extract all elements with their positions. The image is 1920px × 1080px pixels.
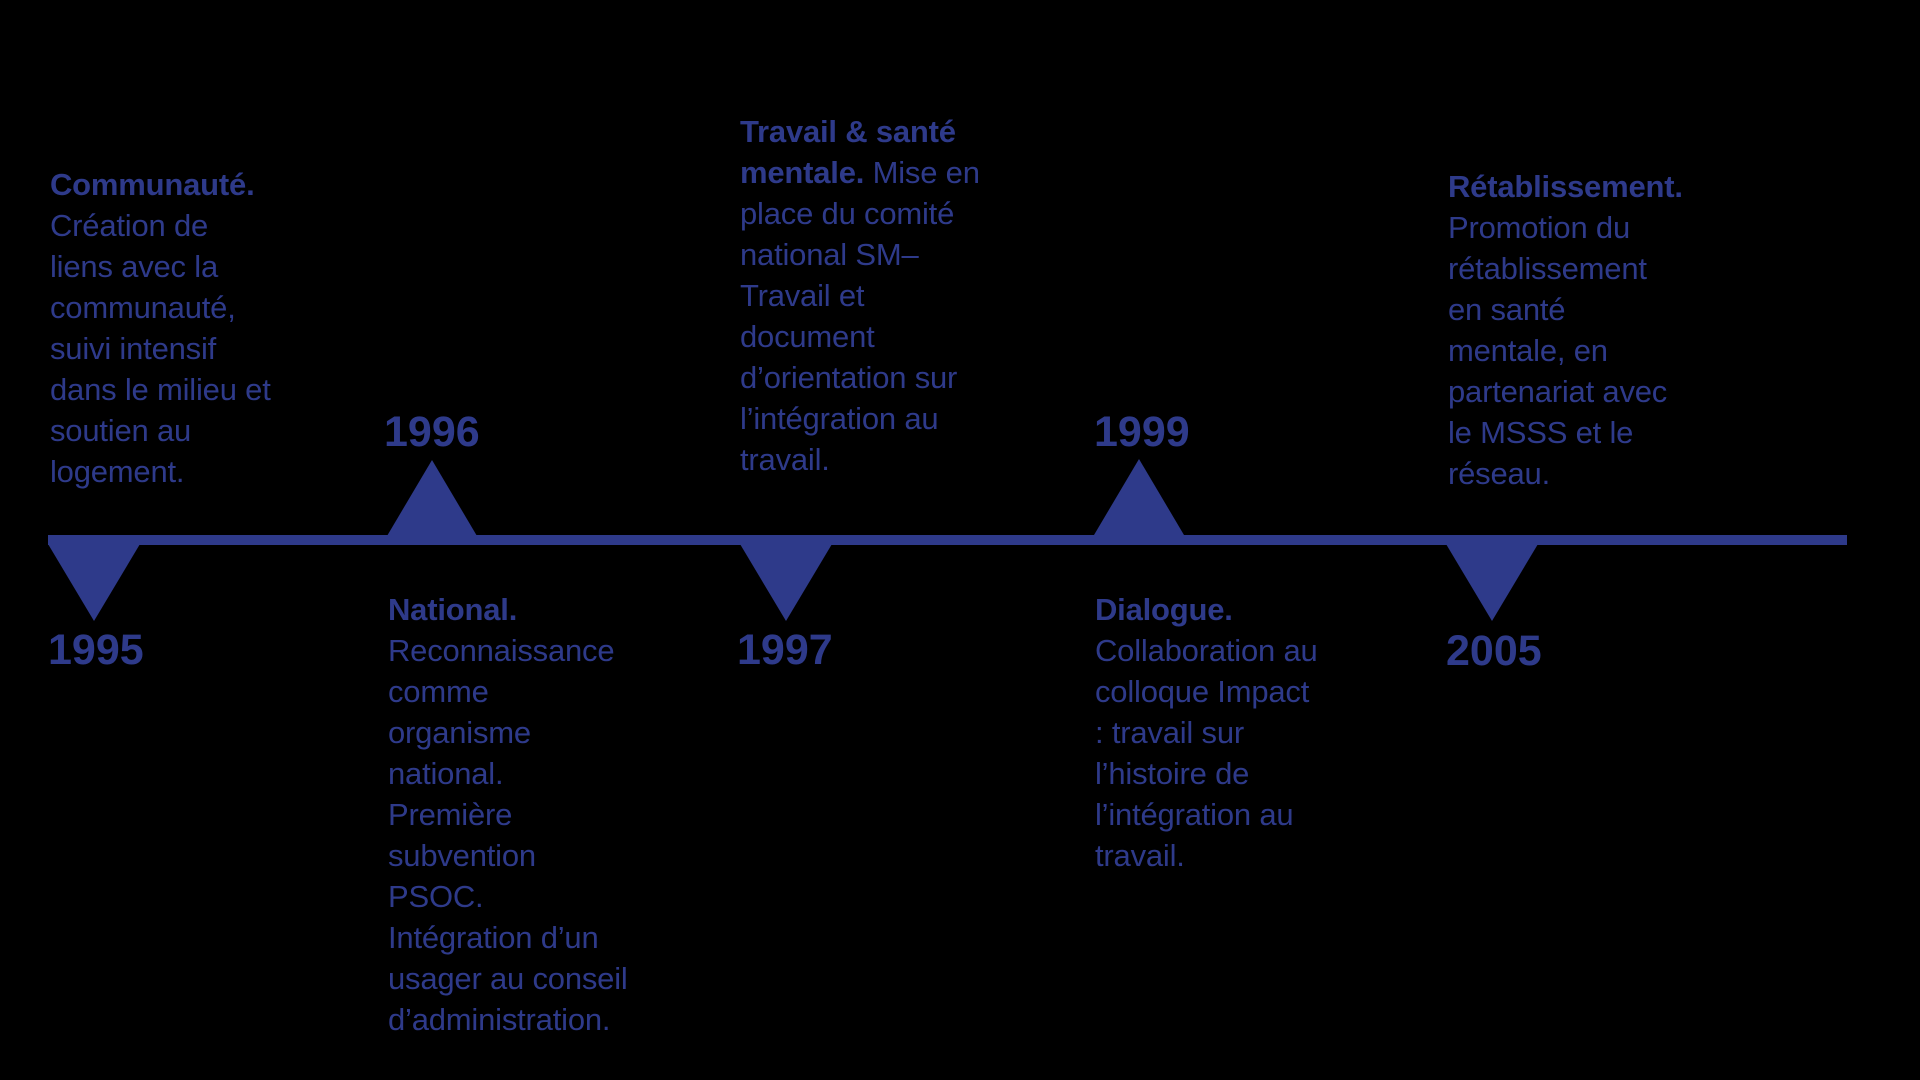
event-text-1996: National. Reconnaissance comme organisme… [388, 589, 628, 1040]
event-body-2005: Promotion du rétablissement en santé men… [1448, 210, 1668, 491]
event-title-1995: Communauté. [50, 167, 255, 202]
event-text-1997: Travail & santé mentale. Mise en place d… [740, 111, 980, 480]
year-label-2005: 2005 [1446, 627, 1542, 675]
marker-triangle-up-1996 [387, 460, 477, 536]
year-label-1995: 1995 [48, 626, 144, 674]
event-body-1999: Collaboration au colloque Impact : trava… [1095, 633, 1318, 873]
event-body-1995: Création de liens avec la communauté, su… [50, 208, 271, 489]
event-body-1996: Reconnaissance comme organisme national.… [388, 633, 628, 1037]
marker-triangle-down-1997 [740, 544, 832, 621]
event-title-1997: Travail & santé mentale. [740, 114, 956, 190]
year-label-1996: 1996 [384, 408, 480, 456]
event-text-1999: Dialogue. Collaboration au colloque Impa… [1095, 589, 1318, 876]
marker-triangle-down-1995 [48, 544, 140, 621]
year-label-1997: 1997 [737, 626, 833, 674]
event-body-1997: Mise en place du comité national SM– Tra… [740, 155, 980, 477]
marker-triangle-down-2005 [1446, 544, 1538, 621]
event-title-1996: National. [388, 592, 518, 627]
event-title-2005: Rétablissement. [1448, 169, 1683, 204]
event-text-2005: Rétablissement. Promotion du rétablissem… [1448, 166, 1683, 494]
event-title-1999: Dialogue. [1095, 592, 1233, 627]
event-text-1995: Communauté. Création de liens avec la co… [50, 164, 271, 492]
marker-triangle-up-1999 [1094, 459, 1184, 535]
timeline-axis [48, 535, 1847, 545]
year-label-1999: 1999 [1094, 408, 1190, 456]
